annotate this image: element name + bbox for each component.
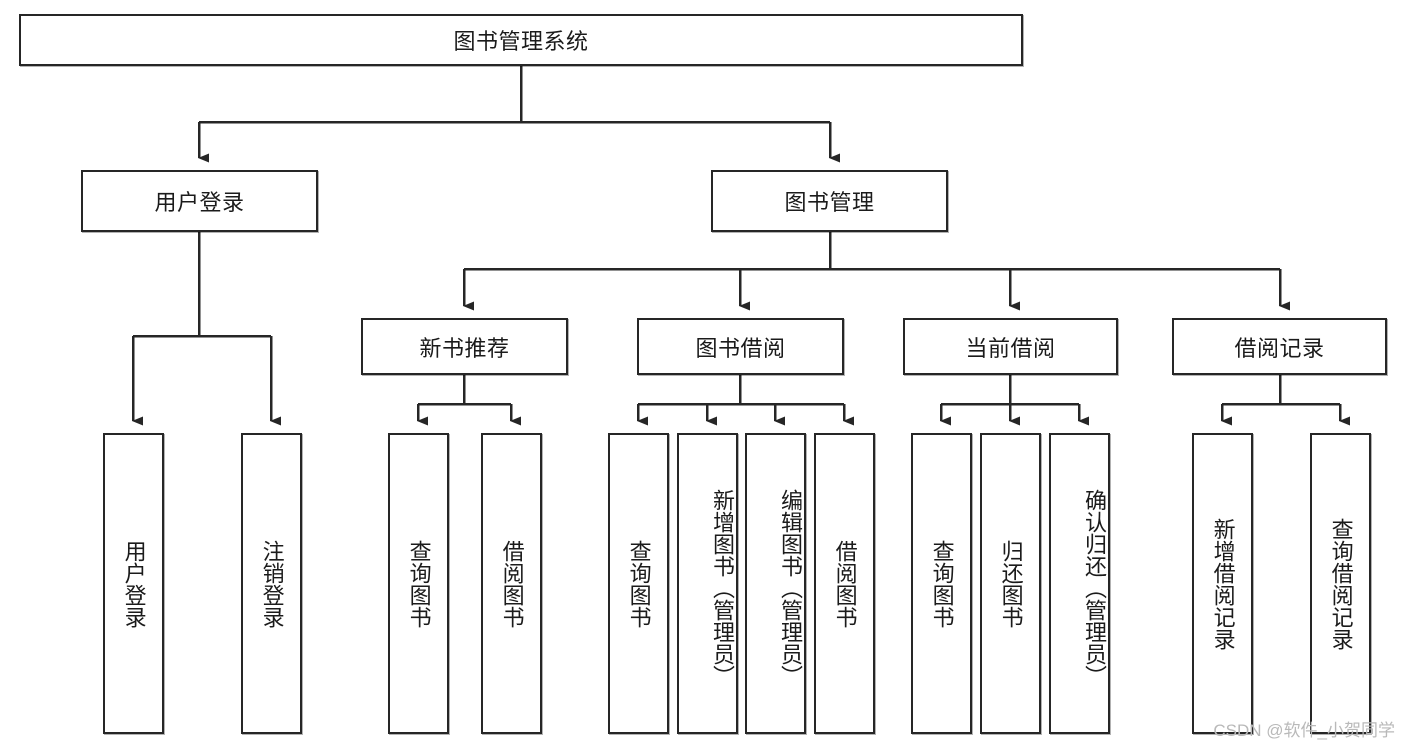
node-leaf-query-book-2[interactable]: 查询图书 — [608, 433, 669, 734]
node-current-borrow-label: 当前借阅 — [965, 335, 1056, 361]
node-leaf-query-book-3-label: 查询图书 — [929, 539, 955, 628]
node-new-book-recommend[interactable]: 新书推荐 — [361, 318, 568, 375]
node-leaf-borrow-book-2-label: 借阅图书 — [832, 539, 858, 628]
node-leaf-edit-book-admin-label: 编辑图书（管理员） — [778, 488, 803, 687]
node-leaf-logout[interactable]: 注销登录 — [241, 433, 302, 734]
node-user-login-label: 用户登录 — [154, 190, 245, 215]
node-leaf-user-login-label: 用户登录 — [121, 539, 147, 628]
node-leaf-edit-book-admin[interactable]: 编辑图书（管理员） — [745, 433, 806, 734]
node-leaf-add-borrow-record[interactable]: 新增借阅记录 — [1192, 433, 1253, 734]
node-leaf-logout-label: 注销登录 — [259, 539, 285, 628]
node-leaf-query-book-3[interactable]: 查询图书 — [911, 433, 972, 734]
node-leaf-borrow-book-2[interactable]: 借阅图书 — [814, 433, 875, 734]
node-leaf-query-borrow-record[interactable]: 查询借阅记录 — [1310, 433, 1371, 734]
node-borrow-records[interactable]: 借阅记录 — [1172, 318, 1387, 375]
node-leaf-borrow-book-1-label: 借阅图书 — [499, 539, 525, 628]
node-leaf-user-login[interactable]: 用户登录 — [103, 433, 164, 734]
node-book-borrow-label: 图书借阅 — [695, 335, 786, 361]
node-leaf-confirm-return-admin[interactable]: 确认归还（管理员） — [1049, 433, 1110, 734]
node-leaf-add-book-admin[interactable]: 新增图书（管理员） — [677, 433, 738, 734]
node-leaf-query-borrow-record-label: 查询借阅记录 — [1328, 517, 1354, 650]
node-leaf-confirm-return-admin-label: 确认归还（管理员） — [1082, 488, 1107, 687]
node-root-label: 图书管理系统 — [453, 29, 589, 54]
node-borrow-records-label: 借阅记录 — [1234, 335, 1325, 361]
node-leaf-add-book-admin-label: 新增图书（管理员） — [710, 488, 735, 687]
node-leaf-query-book-2-label: 查询图书 — [626, 539, 652, 628]
node-book-borrow[interactable]: 图书借阅 — [637, 318, 844, 375]
node-leaf-query-book-1-label: 查询图书 — [406, 539, 432, 628]
node-leaf-return-book-label: 归还图书 — [998, 539, 1024, 628]
node-new-book-recommend-label: 新书推荐 — [419, 335, 510, 361]
node-book-management[interactable]: 图书管理 — [711, 170, 948, 232]
node-leaf-return-book[interactable]: 归还图书 — [980, 433, 1041, 734]
node-current-borrow[interactable]: 当前借阅 — [903, 318, 1118, 375]
watermark-text: CSDN @软件_小贺同学 — [1213, 721, 1395, 740]
node-user-login[interactable]: 用户登录 — [81, 170, 318, 232]
node-leaf-borrow-book-1[interactable]: 借阅图书 — [481, 433, 542, 734]
node-book-management-label: 图书管理 — [784, 190, 875, 215]
node-leaf-add-borrow-record-label: 新增借阅记录 — [1210, 517, 1236, 650]
node-root[interactable]: 图书管理系统 — [19, 14, 1023, 66]
node-leaf-query-book-1[interactable]: 查询图书 — [388, 433, 449, 734]
